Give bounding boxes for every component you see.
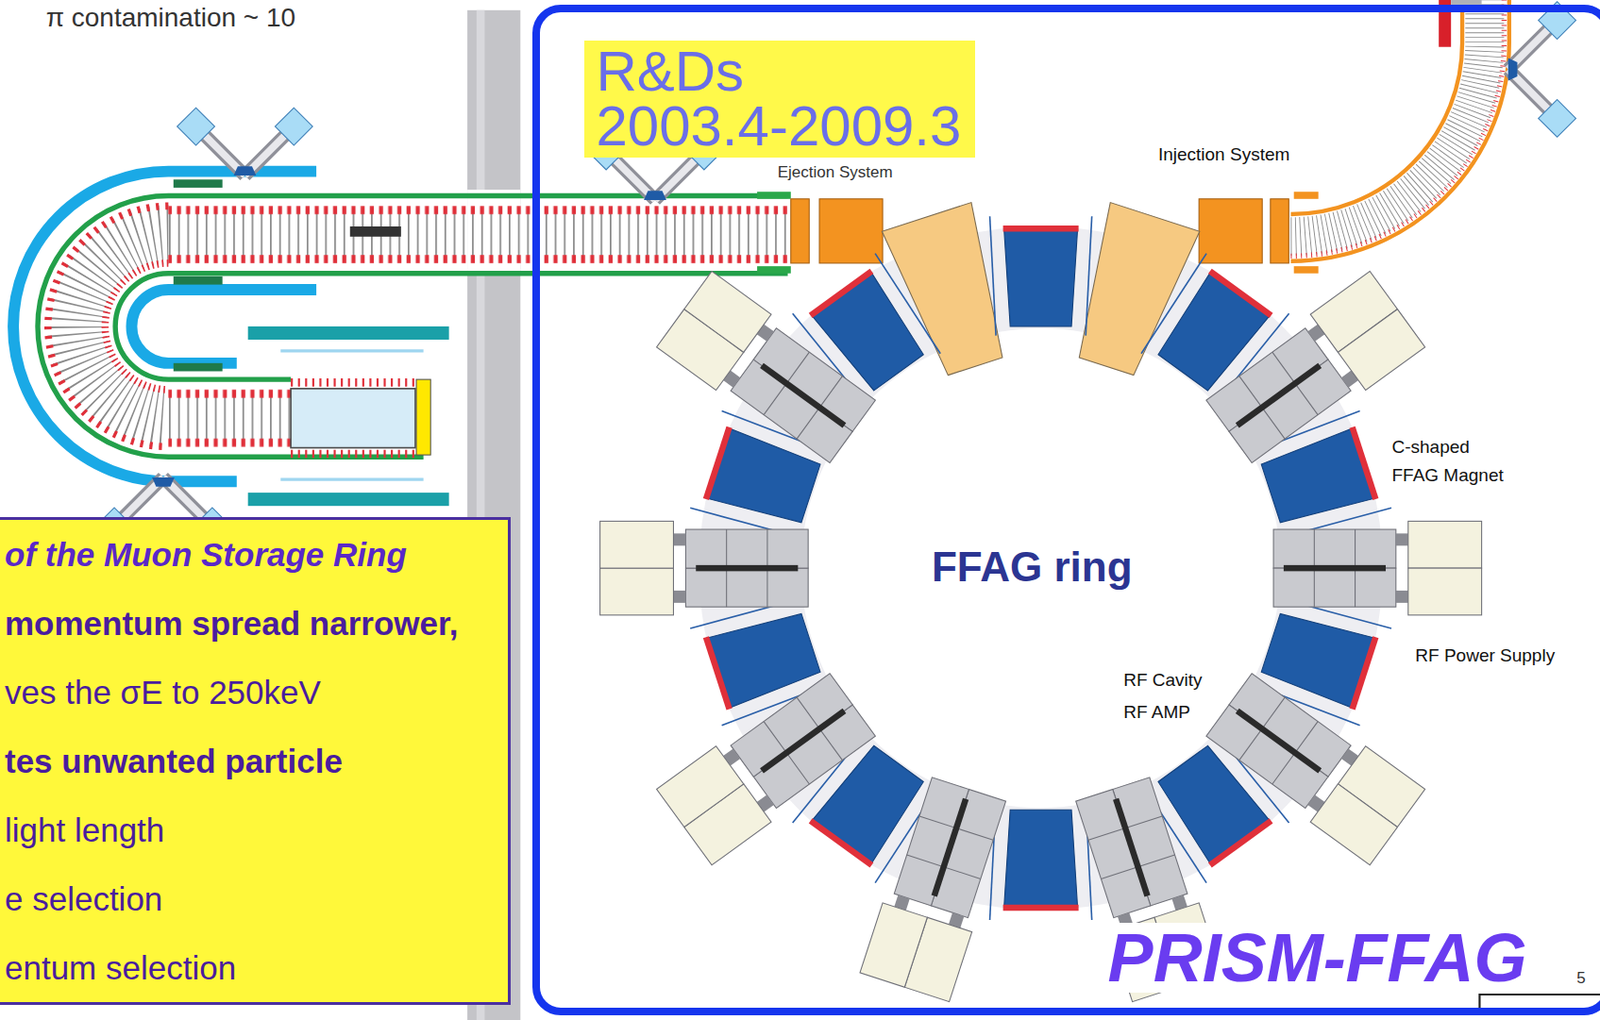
notes-line: light length: [4, 795, 165, 865]
magnet: [990, 216, 1093, 336]
bend-coils: [48, 205, 169, 447]
part-label: RF AMP: [1123, 701, 1191, 724]
page-number: 5: [1576, 969, 1585, 989]
rnd-heading: R&Ds: [595, 44, 744, 100]
note-text: π contamination ~ 10: [46, 1, 296, 34]
part-label: Injection System: [1158, 143, 1290, 166]
flange: [1294, 266, 1319, 274]
part-label: C-shaped FFAG Magnet: [1391, 433, 1508, 490]
ffag-ring: [600, 202, 1483, 1003]
transport-magnets: [1290, 0, 1484, 237]
support-block: [173, 276, 223, 286]
teal-bar: [248, 326, 450, 340]
cavity: [859, 774, 1014, 1002]
notes-line: entum selection: [4, 933, 236, 1003]
notes-line: tes unwanted particle: [4, 726, 343, 796]
part-label: RF Cavity: [1123, 669, 1202, 691]
septum: [819, 199, 883, 264]
septum: [1270, 199, 1289, 264]
part-label: RF Power Supply: [1414, 644, 1555, 667]
target-plate: [416, 379, 431, 455]
support-block: [173, 363, 223, 372]
transport-edge: [1290, 0, 1509, 262]
detector: [177, 107, 314, 176]
solenoid-coil: [290, 378, 416, 388]
flange: [757, 191, 792, 200]
rnd-dates: 2003.4-2009.3: [595, 99, 961, 154]
magnet: [990, 801, 1093, 921]
part-label: Ejection System: [777, 163, 893, 183]
bend-coils: [104, 263, 169, 390]
septum: [1198, 199, 1263, 264]
beam-monitor: [350, 226, 402, 237]
cavity: [1201, 270, 1426, 470]
detector: [1508, 1, 1577, 138]
ring-frame: PRISM-FFAG R&Ds2003.4-2009.3: [532, 4, 1600, 1015]
solenoid-coil: [290, 450, 416, 459]
ring-label: FFAG ring: [931, 541, 1133, 592]
thin-line: [280, 477, 423, 481]
cavity: [656, 270, 881, 470]
notes-line: e selection: [4, 864, 163, 934]
transport-coils: [1290, 0, 1504, 256]
flange: [757, 266, 792, 274]
bend-magnets: [76, 235, 169, 420]
cavity: [600, 521, 809, 615]
notes-box: of the Muon Storage Ringmomentum spread …: [0, 517, 511, 1006]
beam-line: [168, 387, 291, 450]
ring-title: PRISM-FFAG: [1104, 923, 1532, 994]
transport-edge: [1290, 0, 1463, 215]
scale-bar: [1479, 994, 1600, 1009]
ring-band: [750, 277, 1332, 859]
rnd-box: R&Ds2003.4-2009.3: [584, 40, 976, 158]
septum: [791, 199, 809, 264]
support-block: [173, 179, 223, 188]
teal-bar: [248, 492, 450, 506]
cavity: [656, 667, 881, 866]
solenoid: [290, 388, 416, 449]
notes-line: momentum spread narrower,: [4, 589, 458, 658]
thin-line: [280, 349, 423, 353]
notes-line: ves the σE to 250keV: [4, 657, 321, 727]
notes-heading: of the Muon Storage Ring: [4, 520, 407, 590]
cavity: [1201, 667, 1426, 866]
cavity: [1273, 521, 1483, 615]
beam-line: [168, 203, 788, 266]
flange: [1294, 191, 1319, 200]
